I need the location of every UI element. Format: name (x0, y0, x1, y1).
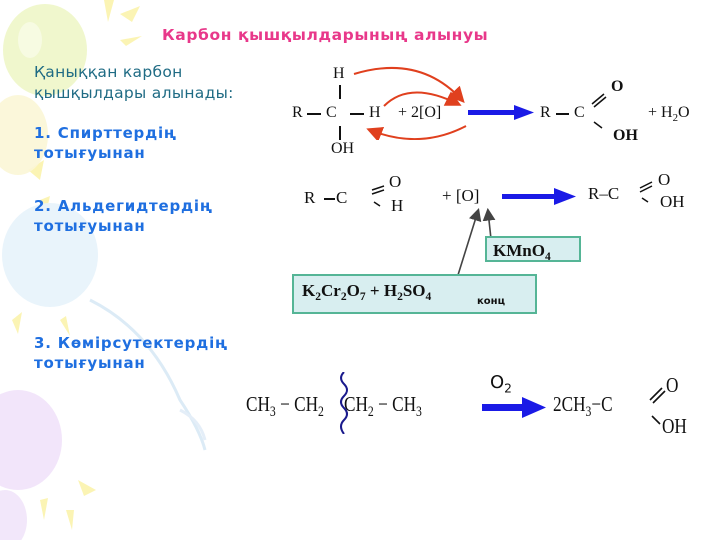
r3-product-carbon: C (601, 392, 613, 416)
r3-product-ch3: 2CH (553, 392, 586, 416)
r2-oxidant: + [O] (442, 186, 480, 205)
intro-text: Қаныққан карбон қышқылдары алынады: (34, 62, 234, 104)
r3-ch3: CH (392, 392, 417, 416)
sulfuric-so: SO (402, 281, 426, 300)
method-hydrocarbon-oxidation: 3. Көмірсутектердің тотығуынан (34, 333, 228, 373)
kmno4-formula: KMnO (493, 241, 545, 260)
r2-r-group: R (304, 188, 316, 207)
dichromate-cr: Cr (321, 281, 341, 300)
r3-ch3: CH (246, 392, 270, 416)
dichromate-sub: 2 (340, 290, 347, 304)
r1-bond (339, 126, 341, 140)
r1-bond (556, 113, 569, 115)
r1-water: + H2O (648, 104, 690, 124)
r1-water-o: O (678, 104, 690, 121)
r3-sub: 3 (269, 403, 276, 420)
reaction-arrow-icon (482, 397, 546, 418)
sulfuric-sub: 4 (425, 290, 432, 304)
r2-oxygen: O (389, 172, 402, 191)
r3-sub: 2 (318, 403, 324, 420)
r3-catalyst-o: O (490, 372, 505, 393)
dichromate-sub: 2 (315, 290, 322, 304)
r1-water-h: + H (648, 104, 673, 121)
r1-product-r: R (540, 104, 551, 121)
r3-ch2: CH (343, 392, 368, 416)
reagent-kmno4-box: KMnO4 (485, 236, 581, 264)
r1-hydroxyl: OH (331, 140, 355, 157)
sulfuric-h: + H (365, 281, 398, 300)
r3-product-oxygen: O (666, 373, 679, 397)
r2-product-rc: R–C (588, 184, 620, 203)
method-2-line-2: тотығуынан (34, 217, 146, 235)
r1-oxidant: + 2[O] (398, 104, 442, 121)
r1-carbon: C (326, 104, 337, 121)
r3-product-bonds (649, 387, 666, 425)
dichromate-o: O (346, 281, 360, 300)
reaction-arrow-icon (502, 188, 576, 205)
r1-product-oxygen: O (611, 78, 624, 95)
dichromate-k: K (302, 281, 316, 300)
r1-bond (307, 113, 321, 115)
r2-product-hydroxyl: OH (660, 192, 685, 211)
r3-sub: 3 (416, 403, 422, 420)
method-3-line-1: 3. Көмірсутектердің (34, 334, 228, 352)
method-alcohol-oxidation: 1. Спирттердің тотығуынан (34, 123, 177, 163)
r3-product: 2CH3−C (553, 392, 613, 421)
r1-product-bonds (591, 93, 607, 129)
r3-bond: − (591, 392, 602, 416)
r3-bond: − (280, 392, 290, 416)
method-1-line-2: тотығуынан (34, 144, 146, 162)
r3-ch2: CH (294, 392, 319, 416)
reaction-3-hydrocarbon: CH3 − CH2 CH2 − CH3 (246, 392, 422, 421)
reagent-dichromate-box: K2Cr2O7 + H2SO4 конц (292, 274, 537, 314)
r2-hydrogen: H (391, 196, 404, 215)
dichromate-sub: 7 (359, 290, 366, 304)
r1-product-hydroxyl: OH (613, 127, 638, 144)
concentrated-label: конц (477, 296, 505, 307)
r1-h-top: H (333, 65, 345, 82)
r1-bond (339, 85, 341, 99)
r2-bond (324, 198, 335, 200)
r3-sub: 2 (367, 403, 374, 420)
r3-bond: − (378, 392, 393, 416)
r1-bond (350, 113, 364, 115)
method-aldehyde-oxidation: 2. Альдегидтердің тотығуынан (34, 196, 213, 236)
bond-cleavage-wavy-line-icon (340, 372, 348, 434)
sulfuric-sub: 2 (397, 290, 403, 304)
method-1-line-1: 1. Спирттердің (34, 124, 177, 142)
r3-product-hydroxyl: OH (662, 414, 687, 438)
r2-carbon: C (336, 188, 348, 207)
kmno4-subscript: 4 (544, 250, 551, 264)
r2-product-bonds (639, 181, 653, 203)
reagent-pointer-arrows-icon (457, 207, 496, 276)
r1-h-right: H (369, 104, 381, 121)
r2-bonds (371, 185, 385, 207)
slide-title: Карбон қышқылдарының алынуы (162, 26, 489, 44)
r3-catalyst-sub: 2 (504, 381, 512, 396)
r2-product-oxygen: O (658, 170, 671, 189)
r1-r-group: R (292, 104, 303, 121)
intro-line-2: қышқылдары алынады: (34, 84, 234, 102)
intro-line-1: Қаныққан карбон (34, 63, 183, 81)
r3-product-sub: 3 (585, 403, 592, 420)
r1-water-subscript: 2 (672, 111, 679, 124)
r1-product-carbon: C (574, 104, 585, 121)
reaction-arrow-icon (468, 105, 534, 120)
r3-catalyst-o2: O2 (490, 372, 512, 395)
method-2-line-1: 2. Альдегидтердің (34, 197, 213, 215)
method-3-line-2: тотығуынан (34, 354, 146, 372)
electron-transfer-arrows-icon (353, 67, 467, 140)
